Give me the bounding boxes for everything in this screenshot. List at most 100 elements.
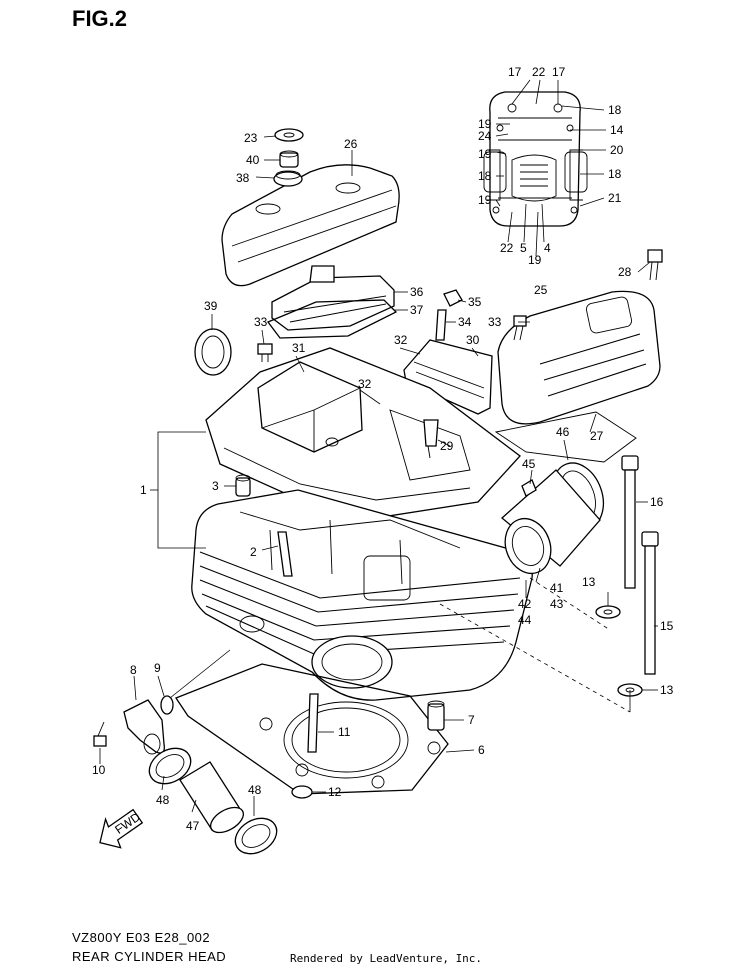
bolt-left <box>257 343 273 362</box>
callout-45: 45 <box>522 457 536 471</box>
callout-19: 19 <box>528 253 542 267</box>
callout-33: 33 <box>488 315 502 329</box>
dowel-pin-3 <box>235 474 251 497</box>
callout-4: 4 <box>544 241 551 255</box>
callout-39: 39 <box>204 299 218 313</box>
bracket-lines <box>150 431 631 713</box>
outlet-bolt <box>93 721 107 747</box>
callout-37: 37 <box>410 303 424 317</box>
rendered-by-credit: Rendered by LeadVenture, Inc. <box>290 952 483 965</box>
callout-labels: 17 22 17 19 18 24 14 19 20 18 18 19 21 2… <box>92 65 674 833</box>
callout-23: 23 <box>244 131 258 145</box>
callout-13: 13 <box>660 683 674 697</box>
callout-24: 24 <box>478 129 492 143</box>
callout-16: 16 <box>650 495 664 509</box>
callout-41: 41 <box>550 581 564 595</box>
callout-28: 28 <box>618 265 632 279</box>
dowel-7 <box>427 700 445 731</box>
callout-29: 29 <box>440 439 454 453</box>
callout-32: 32 <box>394 333 408 347</box>
stud-11 <box>307 693 319 753</box>
callout-14: 14 <box>610 123 624 137</box>
o-ring <box>160 695 174 715</box>
callout-19: 19 <box>478 117 492 131</box>
callout-46: 46 <box>556 425 570 439</box>
cylinder-head-gasket <box>175 663 449 795</box>
callout-43: 43 <box>550 597 564 611</box>
callout-26: 26 <box>344 137 358 151</box>
callout-20: 20 <box>610 143 624 157</box>
head-cover-gasket <box>494 411 637 463</box>
callout-13: 13 <box>582 575 596 589</box>
head-cover-gasket-detail <box>483 91 588 227</box>
callout-21: 21 <box>608 191 622 205</box>
cylinder-head-top-cover <box>221 164 400 287</box>
callout-19: 19 <box>478 147 492 161</box>
cylinder-head-body <box>191 489 533 701</box>
callout-8: 8 <box>130 663 137 677</box>
callout-3: 3 <box>212 479 219 493</box>
callout-36: 36 <box>410 285 424 299</box>
stud-bolt <box>435 309 447 341</box>
callout-30: 30 <box>466 333 480 347</box>
callout-18: 18 <box>478 169 492 183</box>
cover-cushion <box>273 170 303 187</box>
forward-arrow-icon: FWD <box>99 808 144 849</box>
callout-10: 10 <box>92 763 106 777</box>
callout-17: 17 <box>552 65 566 79</box>
callout-32: 32 <box>358 377 372 391</box>
callout-25: 25 <box>534 283 548 297</box>
stud-2 <box>277 531 293 577</box>
callout-38: 38 <box>236 171 250 185</box>
callout-18: 18 <box>608 103 622 117</box>
callout-19: 19 <box>478 193 492 207</box>
hose-clamp-right <box>234 817 278 855</box>
upper-cylinder-head <box>205 347 521 519</box>
callout-33: 33 <box>254 315 268 329</box>
cover-washer <box>274 128 304 142</box>
side-cover-bolt <box>647 249 663 281</box>
water-outlet <box>123 699 165 755</box>
model-code: VZ800Y E03 E28_002 <box>72 930 211 945</box>
leader-lines <box>99 79 658 816</box>
callout-27: 27 <box>590 429 604 443</box>
bolt-35 <box>443 289 463 307</box>
callout-9: 9 <box>154 661 161 675</box>
intake-pipe <box>501 462 605 575</box>
callout-1: 1 <box>140 483 147 497</box>
callout-47: 47 <box>186 819 200 833</box>
intake-bolt <box>521 479 537 497</box>
callout-6: 6 <box>478 743 485 757</box>
side-cover <box>497 290 661 425</box>
long-bolt-16 <box>621 455 639 589</box>
callout-12: 12 <box>328 785 342 799</box>
bolt-right <box>513 315 527 341</box>
washer-13a <box>595 605 621 619</box>
callout-17: 17 <box>508 65 522 79</box>
hose-clamp-left <box>148 747 192 785</box>
callout-7: 7 <box>468 713 475 727</box>
callout-22: 22 <box>532 65 546 79</box>
long-bolt-15 <box>641 531 659 675</box>
callout-34: 34 <box>458 315 472 329</box>
callout-42: 42 <box>518 597 532 611</box>
callout-18: 18 <box>608 167 622 181</box>
spark-plug <box>423 419 439 459</box>
figure-name: REAR CYLINDER HEAD <box>72 949 227 964</box>
hose <box>179 761 245 834</box>
strip-gasket <box>403 339 493 415</box>
cover-spacer <box>279 150 299 168</box>
callout-40: 40 <box>246 153 260 167</box>
callout-5: 5 <box>520 241 527 255</box>
cap-12 <box>291 785 313 799</box>
callout-48: 48 <box>248 783 262 797</box>
breather-gasket <box>266 299 398 339</box>
callout-35: 35 <box>468 295 482 309</box>
callout-44: 44 <box>518 613 532 627</box>
callout-11: 11 <box>338 725 351 739</box>
breather-cover <box>271 265 395 331</box>
callout-15: 15 <box>660 619 674 633</box>
callout-2: 2 <box>250 545 257 559</box>
callout-31: 31 <box>292 341 306 355</box>
callout-22: 22 <box>500 241 514 255</box>
